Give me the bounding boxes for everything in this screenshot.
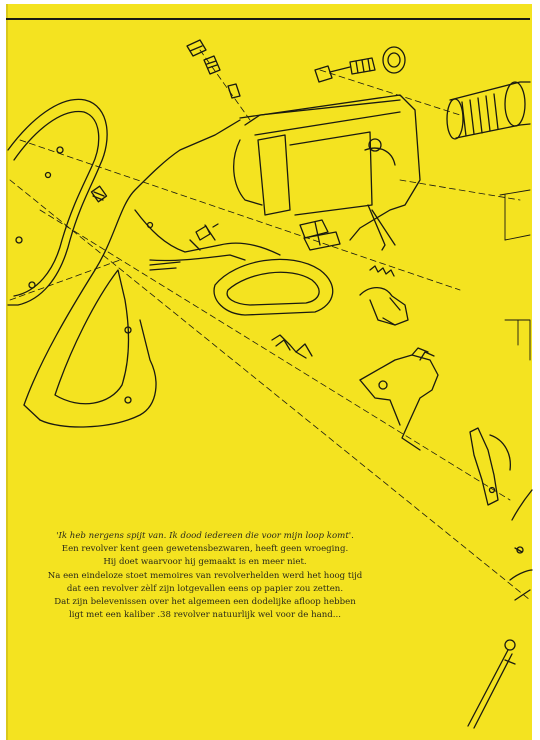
assembly-guide-lines bbox=[9, 49, 531, 601]
grip-screw bbox=[90, 185, 108, 203]
trigger-spring bbox=[271, 334, 313, 359]
hammer bbox=[359, 347, 439, 451]
crane-outline bbox=[499, 189, 531, 361]
blurb-line: Een revolver kent geen gewetensbezwaren,… bbox=[61, 544, 349, 555]
bolt-spring bbox=[369, 265, 395, 277]
blurb-line: dat een revolver zèlf zijn lotgevallen e… bbox=[66, 583, 344, 594]
mainspring-assembly bbox=[509, 489, 533, 601]
blurb-line: ligt met een kaliber .38 revolver natuur… bbox=[68, 610, 341, 621]
strain-screw-rod bbox=[467, 639, 516, 729]
trigger-guard bbox=[189, 224, 334, 316]
trigger bbox=[469, 427, 511, 506]
blurb-line: Hij doet waarvoor hij gemaakt is en meer… bbox=[103, 557, 307, 568]
cylinder-bolt bbox=[299, 219, 341, 251]
blurb-text: 'Ik heb nergens spijt van. Ik dood ieder… bbox=[30, 530, 380, 622]
top-screw-assembly bbox=[186, 39, 241, 99]
hand-part bbox=[359, 286, 409, 326]
revolver-frame bbox=[23, 119, 281, 428]
frame-pins bbox=[149, 223, 219, 271]
frame-receiver bbox=[233, 94, 421, 251]
top-rule-line bbox=[6, 18, 530, 20]
barrel bbox=[446, 81, 531, 140]
blurb-line: Dat zijn belevenissen over het algemeen … bbox=[54, 597, 356, 608]
firing-pin-bushing bbox=[314, 46, 406, 83]
yellow-cover-sheet bbox=[6, 4, 532, 740]
blurb-line: Na een eindeloze stoet memoires van revo… bbox=[47, 570, 363, 581]
blurb-quote: 'Ik heb nergens spijt van. Ik dood ieder… bbox=[56, 531, 354, 541]
grip-panel-left bbox=[7, 98, 108, 306]
